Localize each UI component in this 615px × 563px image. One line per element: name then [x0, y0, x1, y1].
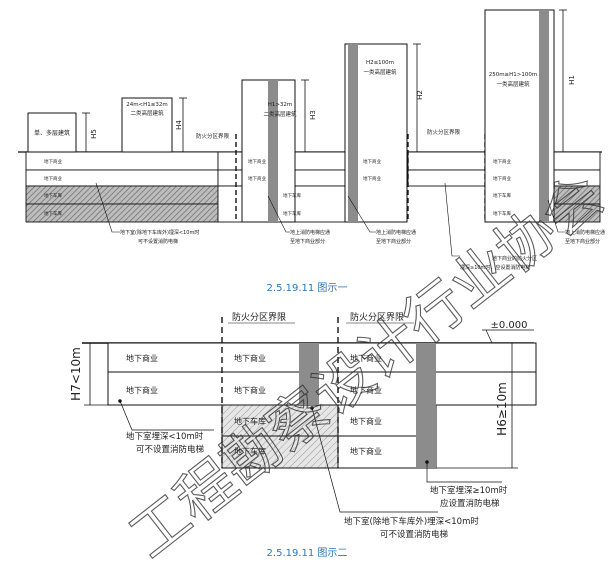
svg-text:地下车库: 地下车库 [493, 192, 511, 199]
svg-text:地下商业: 地下商业 [44, 158, 62, 165]
building-class2-high-range: H1>32m [268, 102, 293, 108]
note-right-2: 应设置消防电梯 [440, 498, 500, 509]
floor-labels-fig2: 地下商业 地下商业 地下商业 地下商业 地下商业 地下商业 地下车库 地下车库 … [126, 353, 382, 456]
note-bottom-2: 可不设置消防电梯 [380, 529, 449, 540]
svg-text:地下车库: 地下车库 [44, 210, 62, 217]
building-class2-low [121, 97, 173, 153]
svg-text:地下商业: 地下商业 [350, 446, 382, 456]
svg-text:至地下商业部分: 至地下商业部分 [376, 238, 411, 245]
fire-elevator-shaft-3 [539, 10, 549, 222]
svg-text:至地下商业部分: 至地下商业部分 [565, 238, 600, 245]
fire-zone-label-b: 防火分区界限 [350, 311, 404, 323]
note-left-1: 地下室埋深<10m时 [126, 431, 204, 442]
figure-two: ±0.000 防火分区界限 防火分区界限 地下商业 地下商业 地下商业 地下商业… [69, 311, 537, 559]
svg-text:地下商业: 地下商业 [126, 385, 158, 395]
svg-text:地下商业: 地下商业 [363, 158, 381, 165]
svg-text:地下商业: 地下商业 [350, 385, 382, 395]
fire-zone-label-a: 防火分区界限 [232, 311, 286, 323]
leader-lines-fig1 [95, 182, 565, 257]
fire-elevator-shaft-a [299, 343, 319, 405]
svg-text:地下商业: 地下商业 [350, 416, 382, 426]
height-label-h4: H4 [175, 120, 183, 130]
fire-elevator-shaft-2 [348, 44, 358, 222]
basement-block-left [25, 151, 219, 223]
height-label-h2: H2 [416, 90, 424, 100]
svg-text:地下商业: 地下商业 [248, 175, 266, 182]
svg-text:地下室(除地下车库外)埋深<10m时: 地下室(除地下车库外)埋深<10m时 [120, 229, 199, 236]
fire-elevator-shaft-b [416, 343, 436, 468]
svg-text:地上消防电梯应通: 地上消防电梯应通 [290, 229, 330, 236]
svg-text:地下商业: 地下商业 [126, 353, 158, 363]
notes-fig1: 地下室(除地下车库外)埋深<10m时 可不设置消防电梯 地上消防电梯应通 至地下… [120, 229, 605, 271]
svg-text:地下商业: 地下商业 [234, 385, 266, 395]
svg-text:地下商业: 地下商业 [44, 175, 62, 182]
note-bottom-1: 地下室(除地下车库外)埋深<10m时 [344, 516, 479, 527]
caption-figure-two: 2.5.19.11 图示二 [267, 547, 348, 559]
svg-text:地上消防电梯应通: 地上消防电梯应通 [565, 229, 605, 236]
height-label-h5: H5 [90, 129, 98, 139]
note-right-1: 地下室埋深≥10m时 [430, 485, 508, 496]
svg-text:地下车库: 地下车库 [234, 416, 266, 426]
building-class1-high-label: 一类高层建筑 [496, 80, 530, 88]
building-class1-high-range: 250m≥H1>100m [489, 72, 538, 78]
svg-text:至地下商业部分: 至地下商业部分 [290, 238, 325, 245]
svg-text:地下商业: 地下商业 [493, 158, 511, 165]
svg-text:地下商业: 地下商业 [248, 158, 266, 165]
commerce-row-2 [107, 371, 537, 406]
zero-level-label: ±0.000 [490, 320, 527, 331]
fire-elevator-shaft-1 [268, 80, 278, 222]
dimension-h6: H6≥10m [495, 382, 509, 436]
building-class1-mid-label: 一类高层建筑 [363, 68, 397, 76]
notes-fig2: 地下室埋深<10m时 可不设置消防电梯 地下室埋深≥10m时 应设置消防电梯 地… [126, 431, 508, 540]
svg-text:地下商业的防火分区: 地下商业的防火分区 [492, 255, 537, 262]
figure-one: 单、多层建筑 H5 24m<H1≤32m 二类高层建筑 H4 H1>32m 二类… [18, 9, 605, 294]
svg-text:埋深≥10m时，应设置消防电梯: 埋深≥10m时，应设置消防电梯 [460, 264, 530, 271]
building-class2-low-range: 24m<H1≤32m [126, 102, 168, 108]
svg-text:地下商业: 地下商业 [493, 175, 511, 182]
commerce-row-1 [107, 342, 537, 373]
svg-text:可不设置消防电梯: 可不设置消防电梯 [138, 238, 178, 245]
dimension-h7: H7<10m [69, 347, 83, 401]
svg-text:地下商业: 地下商业 [350, 353, 382, 363]
fire-zone-label-2: 防火分区界限 [427, 128, 461, 136]
leader-lines-fig2 [118, 399, 502, 513]
height-label-h3: H3 [309, 110, 317, 120]
svg-text:地上消防电梯应通: 地上消防电梯应通 [376, 229, 416, 236]
svg-text:地下车库: 地下车库 [493, 210, 511, 217]
note-left-2: 可不设置消防电梯 [136, 444, 205, 455]
svg-text:地下车库: 地下车库 [283, 210, 301, 217]
building-class2-high-label: 二类高层建筑 [263, 110, 297, 118]
building-class2-low-label: 二类高层建筑 [130, 109, 164, 117]
floor-labels: 地下商业 地下商业 地下车库 地下车库 地下商业 地下商业 地下车库 地下车库 … [44, 158, 511, 217]
building-low-rise [27, 112, 77, 153]
building-class1-mid-range: H2≤100m [366, 60, 394, 66]
svg-text:地下商业: 地下商业 [234, 353, 266, 363]
fire-zone-label-1: 防火分区界限 [196, 132, 230, 140]
caption-figure-one: 2.5.19.11 图示一 [267, 282, 348, 294]
svg-text:地下车库: 地下车库 [283, 192, 301, 199]
svg-text:地下商业: 地下商业 [363, 175, 381, 182]
svg-text:地下车库: 地下车库 [234, 446, 266, 456]
height-label-h1: H1 [568, 75, 576, 85]
building-low-rise-label: 单、多层建筑 [34, 129, 70, 137]
svg-text:地下车库: 地下车库 [44, 192, 62, 199]
